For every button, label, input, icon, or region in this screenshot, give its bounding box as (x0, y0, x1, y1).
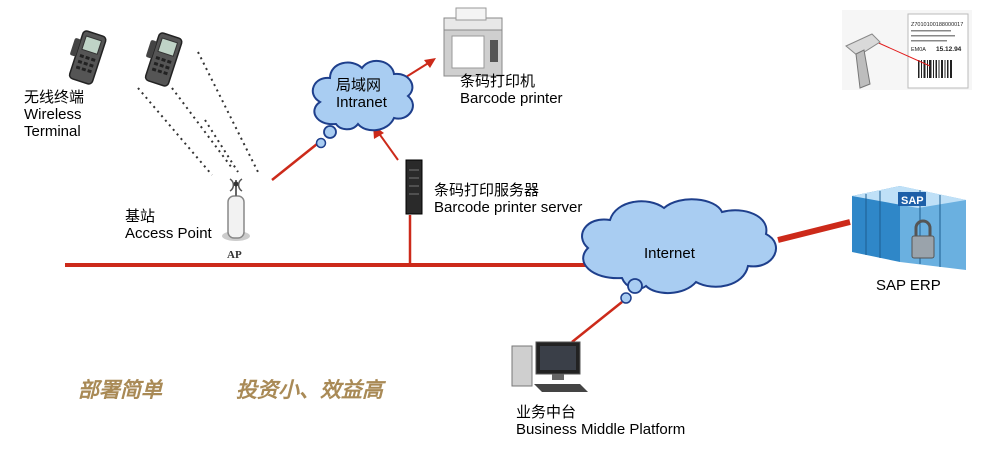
ap-device-tag: AP (227, 249, 242, 261)
handheld-scanner-icon (845, 33, 881, 89)
access-point-icon (222, 178, 250, 241)
label-sheet-qty: 15.12.94 (936, 46, 962, 53)
label-sheet-code: EM0A (911, 47, 926, 53)
middle-platform-label-cn: 业务中台 (516, 404, 577, 421)
sap-erp-label: SAP ERP (876, 277, 941, 294)
access-point-label-cn: 基站 (125, 208, 156, 225)
printer-server-label-cn: 条码打印服务器 (434, 182, 540, 199)
printer-arrowhead (424, 58, 436, 68)
label-sheet-line1: Z7010100188000017 (911, 22, 963, 28)
slogan-low-investment: 投资小、效益高 (236, 378, 383, 402)
printer-server-icon (405, 159, 423, 215)
internet-cloud (581, 198, 777, 304)
middle-platform-link-line (571, 301, 623, 343)
wireless-terminal-label-en2: Terminal (24, 123, 81, 140)
handheld-terminal-2-icon (144, 32, 183, 87)
barcode-printer-label-cn: 条码打印机 (460, 73, 536, 90)
erp-link-line (777, 219, 851, 243)
barcode-printer-label-en: Barcode printer (460, 90, 563, 107)
printer-server-label-en: Barcode printer server (434, 199, 583, 216)
middle-platform-label-en: Business Middle Platform (516, 421, 686, 438)
handheld-terminal-1-icon (68, 30, 107, 85)
wireless-terminal-label-en1: Wireless (24, 106, 82, 123)
label-barcode (918, 60, 952, 78)
server-arrow (377, 131, 399, 161)
intranet-label-cn: 局域网 (336, 77, 382, 94)
internet-label: Internet (644, 245, 695, 262)
access-point-label-en: Access Point (125, 225, 212, 242)
ap-intranet-link-line (271, 139, 323, 181)
intranet-cloud (311, 59, 414, 149)
slogan-simple-deployment: 部署简单 (78, 378, 162, 402)
sap-erp-icon: SAP (852, 186, 966, 270)
wireless-signal-lines (137, 51, 259, 176)
intranet-label-en: Intranet (336, 94, 387, 111)
barcode-printer-icon (443, 7, 503, 77)
wireless-terminal-label-cn: 无线终端 (24, 89, 85, 106)
scanner-label-photo: Z7010100188000017 EM0A 15.12.94 (842, 10, 972, 90)
middle-platform-pc-icon (511, 341, 588, 392)
sap-logo-text: SAP (901, 195, 924, 207)
